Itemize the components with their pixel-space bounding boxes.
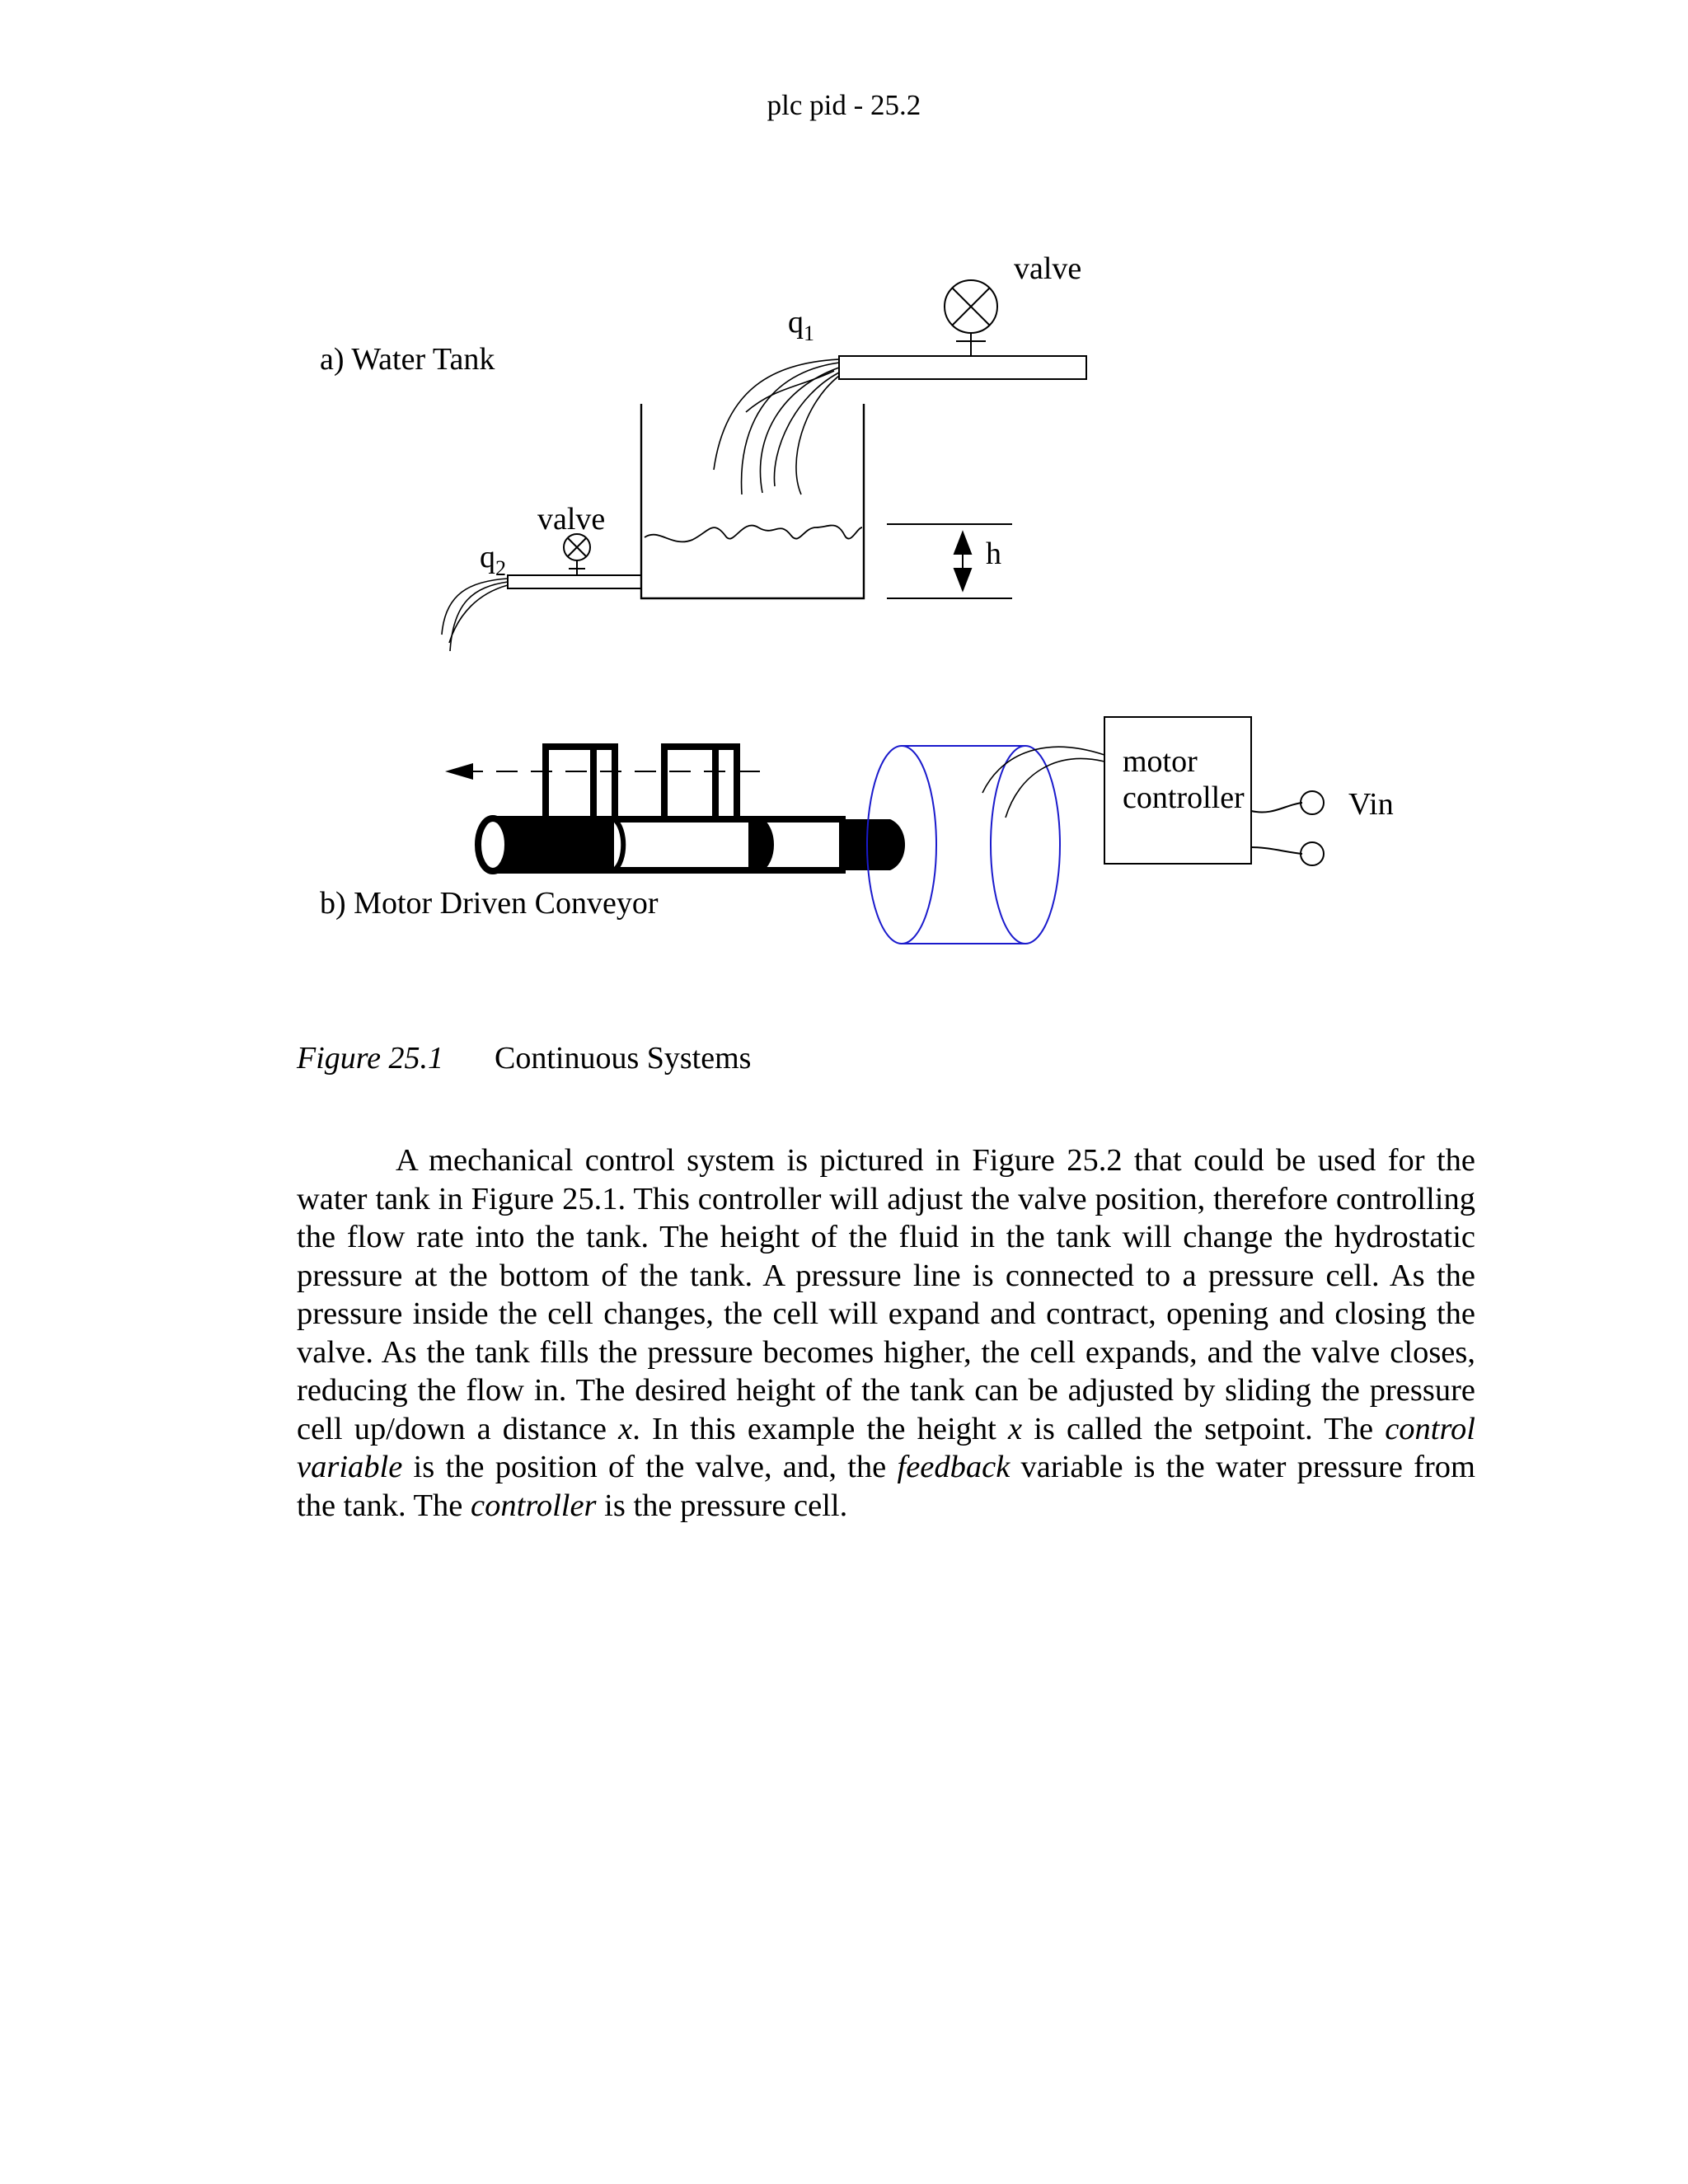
outlet-pipe: [507, 574, 642, 589]
input-terminals: [1250, 790, 1325, 866]
inflow-streams: [713, 359, 840, 495]
input-voltage-label: Vin: [1348, 787, 1394, 822]
height-label: h: [986, 537, 1001, 571]
figure-title: Continuous Systems: [495, 1041, 752, 1076]
conveyor-belt: [475, 815, 905, 874]
tank-body: [640, 404, 865, 600]
inflow-label: q1: [788, 305, 814, 345]
terminal-icon: [1300, 790, 1325, 815]
outflow-label: q2: [480, 540, 506, 580]
figure-caption: Figure 25.1 Continuous Systems: [297, 1040, 751, 1076]
terminal-icon: [1300, 841, 1325, 866]
page-header: plc pid - 25.2: [767, 89, 921, 121]
height-indicator: [887, 523, 1012, 599]
water-tank-title: a) Water Tank: [320, 342, 495, 377]
inlet-valve-icon: [944, 279, 998, 356]
inlet-pipe: [838, 355, 1087, 380]
conveyor-title: b) Motor Driven Conveyor: [320, 886, 659, 921]
inlet-valve-label: valve: [1014, 251, 1081, 286]
body-paragraph: A mechanical control system is pictured …: [297, 1143, 1476, 1523]
outlet-valve-label: valve: [537, 502, 605, 537]
motor-wires: [982, 746, 1105, 818]
direction-arrow-icon: [445, 763, 473, 780]
motor-controller-box: [1104, 716, 1252, 865]
water-surface: [644, 524, 863, 543]
figure-number: Figure 25.1: [297, 1041, 444, 1076]
conveyor-boxes: [542, 743, 740, 819]
motor-controller-label-1: motor: [1123, 744, 1198, 779]
outflow-streams: [441, 578, 509, 652]
water-tank-diagram: a) Water Tank valve q1: [320, 251, 1087, 652]
continuous-systems-figure: a) Water Tank valve q1: [320, 251, 1394, 944]
outlet-valve-icon: [563, 533, 591, 575]
motor-icon: [866, 745, 1061, 944]
motor-controller-label-2: controller: [1123, 780, 1245, 815]
conveyor-diagram: b) Motor Driven Conveyor: [320, 716, 1394, 944]
